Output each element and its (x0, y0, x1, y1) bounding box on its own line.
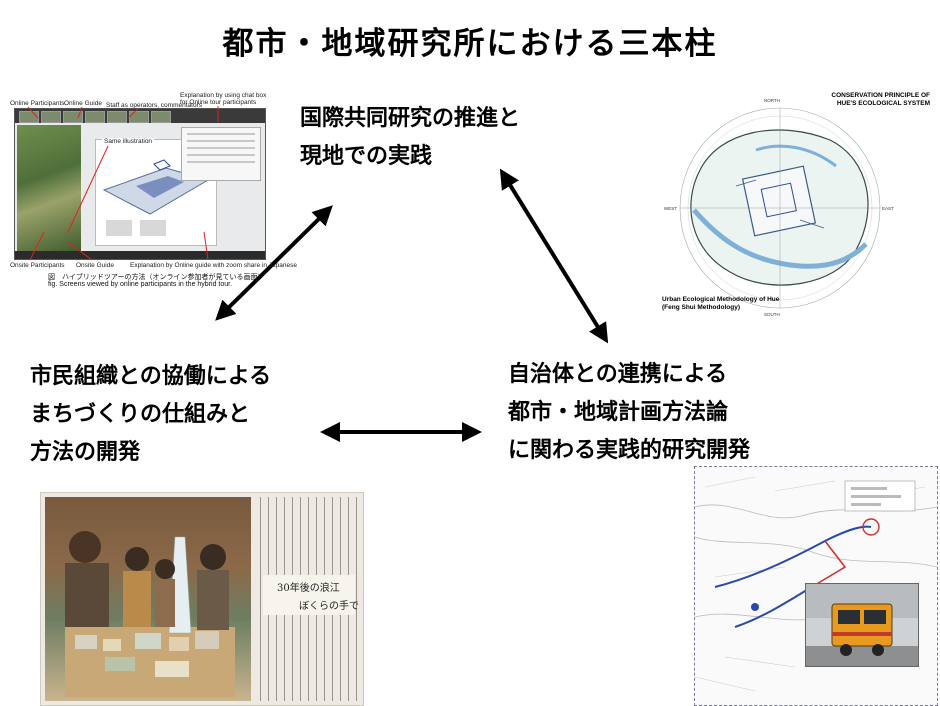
label-zoom-share: Explanation by Online guide with zoom sh… (130, 262, 297, 269)
participant-thumbnail (107, 111, 127, 123)
hybrid-tour-caption-en: fig. Screens viewed by online participan… (48, 281, 233, 288)
pillar-international-line2: 現地での実践 (300, 144, 433, 169)
figure-hue-ecological-map: CONSERVATION PRINCIPLE OF HUE'S ECOLOGIC… (660, 90, 932, 324)
pillar-municipal-partnership: 自治体との連携による 都市・地域計画方法論 に関わる実践的研究開発 (508, 356, 750, 470)
label-chat-line2: for Online tour participants (180, 99, 257, 106)
hue-map-caption: Urban Ecological Methodology of Hue (Fen… (662, 296, 779, 312)
participant-thumbnails-bar (15, 109, 265, 123)
newspaper-headline-box (263, 575, 355, 615)
label-staff: Staff as operators, commentators (106, 102, 202, 109)
onsite-photo (17, 125, 81, 253)
label-onsite-guide: Onsite Guide (76, 262, 114, 269)
workshop-scene (65, 531, 235, 697)
pillar-municipal-line1: 自治体との連携による (508, 362, 728, 387)
hybrid-tour-caption-jp: 図 ハイブリッドツアーの方法（オンライン参加者が見ている画面） (48, 274, 265, 281)
compass-south-label: SOUTH (764, 312, 780, 317)
figure-hybrid-tour: Online Participants Online Guide Staff a… (8, 92, 297, 292)
hue-map-title-line1: CONSERVATION PRINCIPLE OF (831, 92, 930, 99)
hue-map-caption-line2: (Feng Shui Methodology) (662, 304, 740, 311)
participant-thumbnail (41, 111, 61, 123)
label-same-illustration: Same illustration (102, 138, 155, 145)
newspaper-photo (45, 497, 251, 701)
chat-line (187, 133, 255, 135)
newspaper-headline-2: ぼくらの手で (299, 601, 359, 612)
participant-thumbnail (63, 111, 83, 123)
chat-line (187, 161, 255, 163)
compass-north-label: NORTH (764, 98, 780, 103)
figure-newspaper-clipping: 30年後の浪江 ぼくらの手で (40, 492, 364, 706)
tram-photo (805, 583, 919, 667)
zoom-toolbar (15, 251, 265, 259)
pillar-international-research: 国際共同研究の推進と 現地での実践 (300, 100, 520, 176)
pillar-municipal-line3: に関わる実践的研究開発 (508, 438, 751, 463)
label-online-participants: Online Participants (10, 100, 65, 107)
hue-map-title: CONSERVATION PRINCIPLE OF HUE'S ECOLOGIC… (831, 92, 930, 108)
arrow-international-citizen (215, 205, 333, 321)
chat-line (187, 154, 255, 156)
pillar-international-line1: 国際共同研究の推進と (300, 106, 521, 131)
compass-west-label: WEST (664, 206, 677, 211)
arrow-international-municipal (499, 168, 609, 344)
chat-box (181, 127, 261, 181)
hue-map-caption-line1: Urban Ecological Methodology of Hue (662, 296, 780, 303)
hue-map-graphic (679, 107, 881, 309)
label-onsite-participants: Onsite Participants (10, 262, 65, 269)
compass-east-label: EAST (882, 206, 894, 211)
pillar-citizen-line2: まちづくりの仕組みと (30, 402, 251, 427)
label-chat-line1: Explanation by using chat box (180, 92, 267, 99)
diagram-title: 都市・地域研究所における三本柱 (222, 26, 718, 62)
pillar-citizen-line3: 方法の開発 (30, 440, 141, 465)
pillar-municipal-line2: 都市・地域計画方法論 (508, 400, 729, 425)
participant-thumbnail (85, 111, 105, 123)
video-conference-screen (14, 108, 266, 260)
chat-line (187, 147, 255, 149)
annotation-pointers (27, 106, 219, 261)
chat-line (187, 140, 255, 142)
pillar-citizen-line1: 市民組織との協働による (30, 364, 272, 389)
label-online-guide: Online Guide (64, 100, 102, 107)
hue-map-title-line2: HUE'S ECOLOGICAL SYSTEM (836, 100, 930, 107)
participant-thumbnail (151, 111, 171, 123)
pillar-citizen-collaboration: 市民組織との協働による まちづくりの仕組みと 方法の開発 (30, 358, 271, 472)
figure-town-plan-map (694, 466, 938, 706)
newspaper-headline-1: 30年後の浪江 (277, 583, 340, 594)
tram-graphic (806, 584, 918, 666)
